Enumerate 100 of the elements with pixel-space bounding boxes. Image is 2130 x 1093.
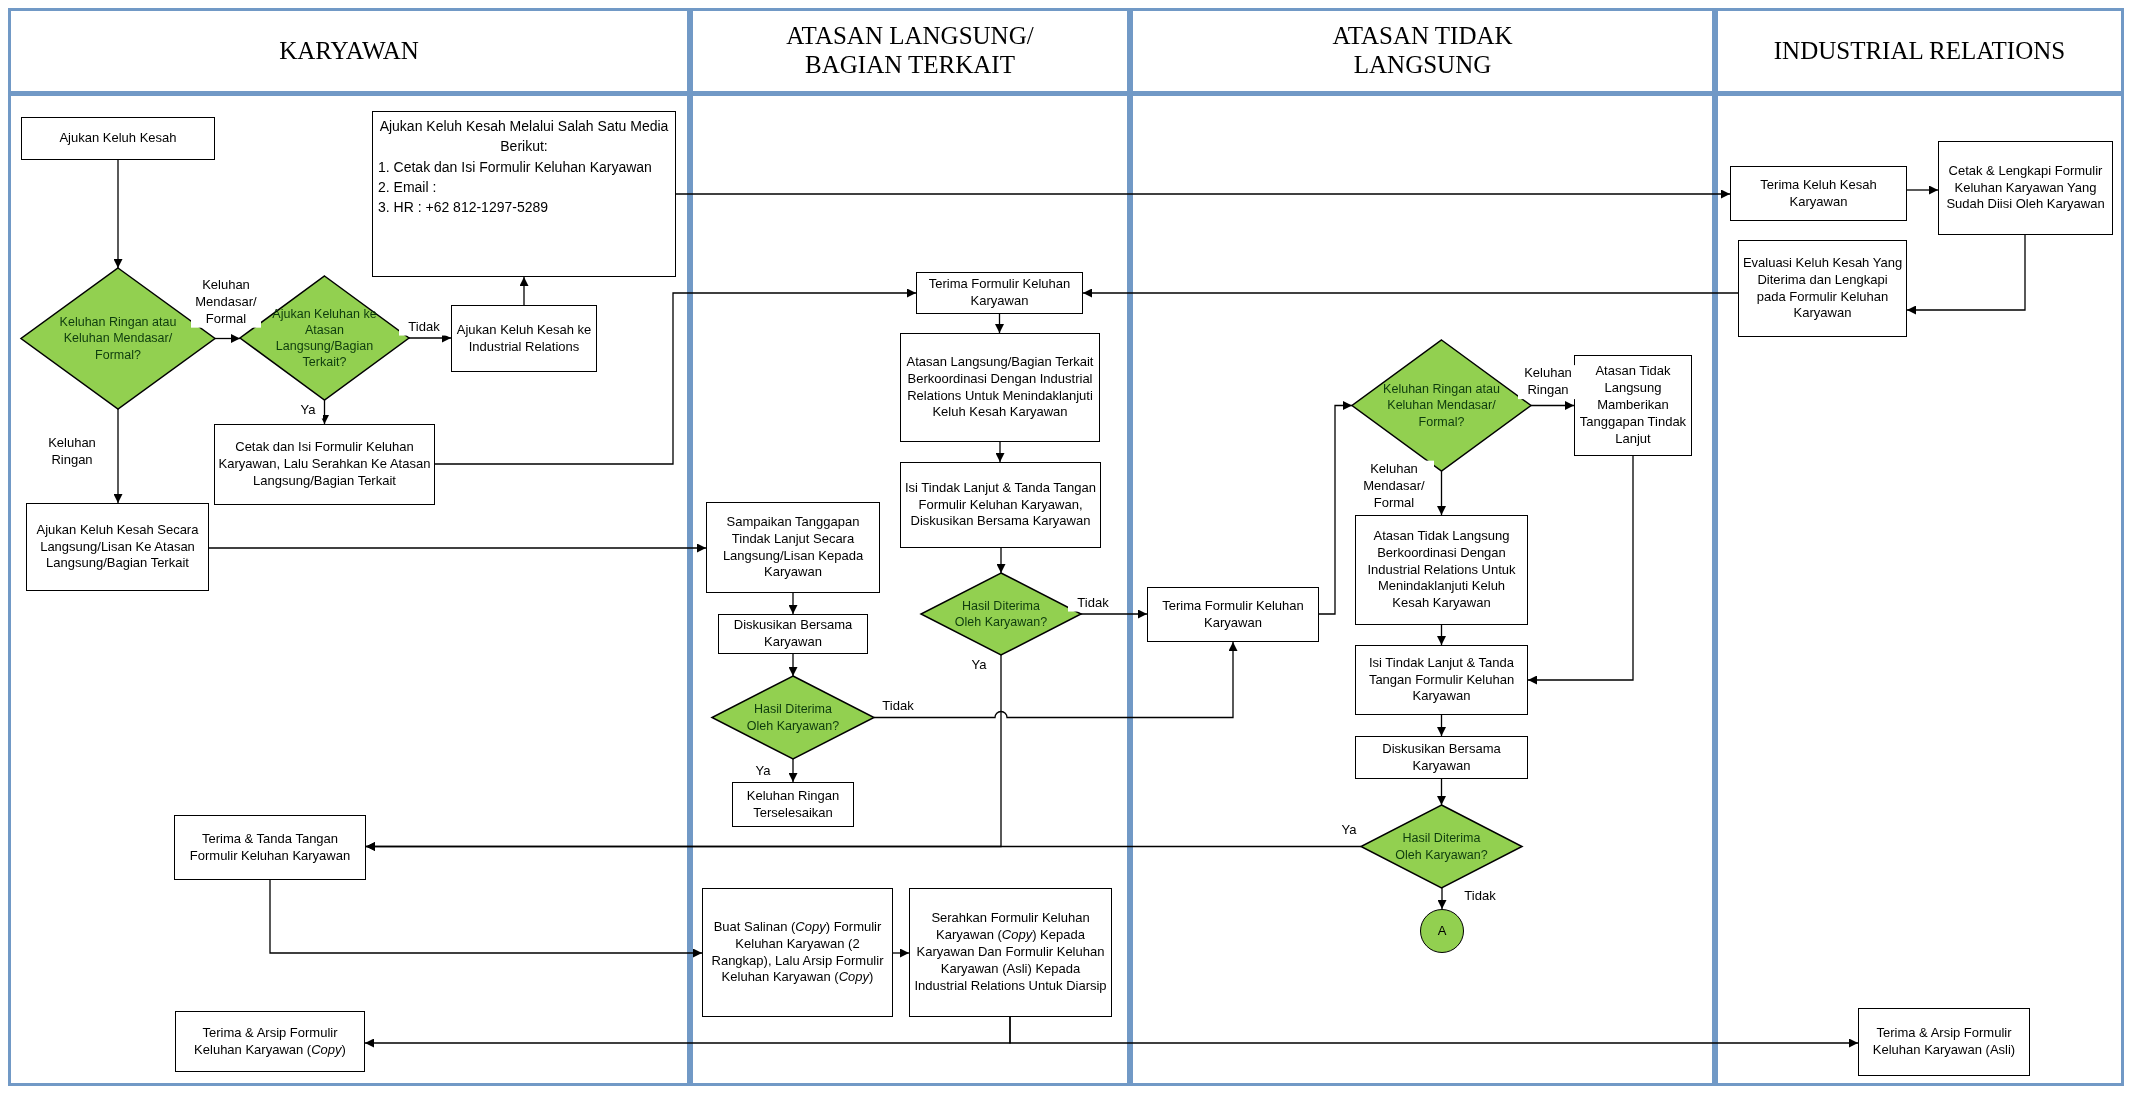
box-text: Diskusikan Bersama Karyawan bbox=[1381, 740, 1502, 775]
arrow bbox=[1437, 624, 1446, 646]
box-text: Atasan Langsung/Bagian Terkait Berkoordinasi Dengan Industrial Relations Untuk Menindaklanjuti Keluh Kesah Karyawan bbox=[905, 353, 1095, 422]
decision-text: Keluhan Ringan atau Keluhan Mendasar/ Formal? bbox=[58, 314, 178, 363]
arrow bbox=[519, 276, 529, 306]
arrow bbox=[788, 653, 798, 677]
arrow bbox=[1437, 714, 1446, 737]
process-box bbox=[916, 272, 1083, 314]
process-box bbox=[1355, 645, 1528, 715]
arrow bbox=[1009, 1016, 1859, 1048]
box-text: 2. Email : bbox=[378, 177, 437, 197]
process-box bbox=[26, 503, 209, 591]
arrow bbox=[1527, 455, 1634, 685]
arrow bbox=[365, 842, 1362, 851]
box-text: 1. Cetak dan Isi Formulir Keluhan Karyawan bbox=[378, 157, 652, 177]
process-box bbox=[718, 614, 868, 654]
process-box bbox=[900, 333, 1100, 442]
connector-circle bbox=[1420, 909, 1464, 953]
decision-text: Hasil Diterima Oleh Karyawan? bbox=[745, 701, 841, 734]
box-text: Ajukan Keluh Kesah bbox=[59, 130, 177, 147]
arrow bbox=[1437, 778, 1446, 806]
arrow bbox=[1906, 185, 1939, 195]
process-box bbox=[900, 462, 1101, 548]
box-text: Atasan Tidak Langsung Berkoordinasi Dengan Industrial Relations Untuk Menindaklanjuti Keluh Kesah Karyawan bbox=[1366, 527, 1517, 613]
swimlane bbox=[690, 8, 1130, 1086]
lane-title: ATASAN LANGSUNG/ BAGIAN TERKAIT bbox=[785, 22, 1035, 80]
arrow bbox=[1318, 401, 1353, 615]
arrow bbox=[873, 641, 1238, 719]
box-text: Serahkan Formulir Keluhan Karyawan (Copy) Kepada Karyawan Dan Formulir Keluhan Karyawan (Asli) Kepada Industrial Relations Untuk Diarsip bbox=[913, 910, 1108, 995]
arrow bbox=[1082, 288, 1739, 298]
lane-title: KARYAWAN bbox=[279, 36, 419, 66]
swimlane bbox=[1715, 8, 2124, 1086]
arrow bbox=[113, 159, 123, 269]
process-box bbox=[1355, 736, 1528, 779]
box-text: Sampaikan Tanggapan Tindak Lanjut Secara Langsung/Lisan Kepada Karyawan bbox=[721, 513, 865, 582]
arrow bbox=[1437, 470, 1446, 516]
box-text: Ajukan Keluh Kesah Melalui Salah Satu Media Berikut: bbox=[378, 117, 670, 157]
connector-letter: A bbox=[1437, 922, 1447, 940]
box-text: Cetak & Lengkapi Formulir Keluhan Karyawan Yang Sudah Diisi Oleh Karyawan bbox=[1945, 162, 2106, 214]
decision-text: Hasil Diterima Oleh Karyawan? bbox=[1394, 830, 1489, 863]
arrow bbox=[788, 758, 798, 783]
box-text: Cetak dan Isi Formulir Keluhan Karyawan, Lalu Serahkan Ke Atasan Langsung/Bagian Terkait bbox=[218, 439, 431, 490]
box-text: Keluhan Ringan Terselesaikan bbox=[745, 787, 841, 822]
process-box bbox=[1355, 515, 1528, 625]
process-box bbox=[1938, 141, 2113, 235]
arrow bbox=[408, 333, 452, 343]
arrow bbox=[996, 547, 1006, 574]
swimlane bbox=[8, 8, 690, 1086]
swimlane bbox=[1130, 8, 1715, 1086]
box-text: Evaluasi Keluh Kesah Yang Diterima dan Lengkapi pada Formulir Keluhan Karyawan bbox=[1742, 254, 1903, 323]
process-box bbox=[174, 815, 366, 880]
box-text: Terima Formulir Keluhan Karyawan bbox=[927, 276, 1072, 310]
lane-title: INDUSTRIAL RELATIONS bbox=[1773, 36, 2066, 66]
process-box bbox=[702, 888, 893, 1017]
box-text: Ajukan Keluh Kesah Secara Langsung/Lisan Ke Atasan Langsung/Bagian Terkait bbox=[35, 521, 200, 573]
box-text: Isi Tindak Lanjut & Tanda Tangan Formulir Keluhan Karyawan, Diskusikan Bersama Karyawan bbox=[904, 479, 1097, 531]
box-text: Buat Salinan (Copy) Formulir Keluhan Karyawan (2 Rangkap), Lalu Arsip Formulir Keluhan Karyawan (Copy) bbox=[710, 918, 885, 987]
box-text: Terima & Arsip Formulir Keluhan Karyawan (Copy) bbox=[193, 1024, 347, 1059]
arrow bbox=[269, 879, 703, 958]
process-box bbox=[1738, 240, 1907, 337]
box-text: Terima Formulir Keluhan Karyawan bbox=[1161, 597, 1305, 632]
arrow bbox=[434, 288, 917, 465]
box-text: 3. HR : +62 812-1297-5289 bbox=[378, 198, 549, 218]
box-text: Ajukan Keluh Kesah ke Industrial Relations bbox=[455, 321, 593, 356]
arrow bbox=[214, 334, 241, 343]
process-box bbox=[175, 1011, 365, 1072]
edge-label: Keluhan Ringan bbox=[1518, 365, 1578, 399]
arrow bbox=[208, 543, 707, 553]
decision-diamond bbox=[1361, 805, 1522, 888]
process-box bbox=[1147, 587, 1319, 642]
arrow bbox=[1530, 401, 1575, 410]
arrow bbox=[1437, 887, 1447, 910]
process-box bbox=[451, 305, 597, 372]
box-text: Terima Keluh Kesah Karyawan bbox=[1759, 176, 1878, 211]
decision-diamond bbox=[712, 676, 874, 759]
box-text: Isi Tindak Lanjut & Tanda Tangan Formulir Keluhan Karyawan bbox=[1367, 654, 1516, 706]
box-text: Terima & Tanda Tangan Formulir Keluhan Karyawan bbox=[188, 830, 352, 865]
lane-title: ATASAN TIDAK LANGSUNG bbox=[1331, 22, 1514, 80]
process-box bbox=[706, 502, 880, 593]
process-box bbox=[732, 782, 854, 827]
arrow bbox=[1080, 609, 1148, 619]
box-text: Diskusikan Bersama Karyawan bbox=[732, 617, 854, 651]
arrow bbox=[1906, 234, 2026, 315]
arrow bbox=[320, 399, 329, 425]
process-box bbox=[214, 424, 435, 505]
arrow bbox=[788, 592, 798, 615]
decision-text: Ajukan Keluhan ke Atasan Langsung/Bagian Terkait? bbox=[271, 305, 378, 371]
arrow bbox=[113, 408, 123, 504]
process-box bbox=[372, 111, 676, 277]
box-text: Atasan Tidak Langsung Mamberikan Tanggapan Tindak Lanjut bbox=[1578, 363, 1688, 448]
arrow bbox=[995, 441, 1005, 463]
decision-text: Hasil Diterima Oleh Karyawan? bbox=[953, 597, 1049, 631]
box-text: Terima & Arsip Formulir Keluhan Karyawan (Asli) bbox=[1871, 1025, 2017, 1059]
arrow bbox=[892, 948, 910, 958]
process-box bbox=[21, 117, 215, 160]
process-box bbox=[1858, 1008, 2030, 1076]
decision-text: Keluhan Ringan atau Keluhan Mendasar/ Formal? bbox=[1382, 381, 1501, 430]
process-box bbox=[909, 888, 1112, 1017]
process-box bbox=[1730, 166, 1907, 221]
process-box bbox=[1574, 355, 1692, 456]
